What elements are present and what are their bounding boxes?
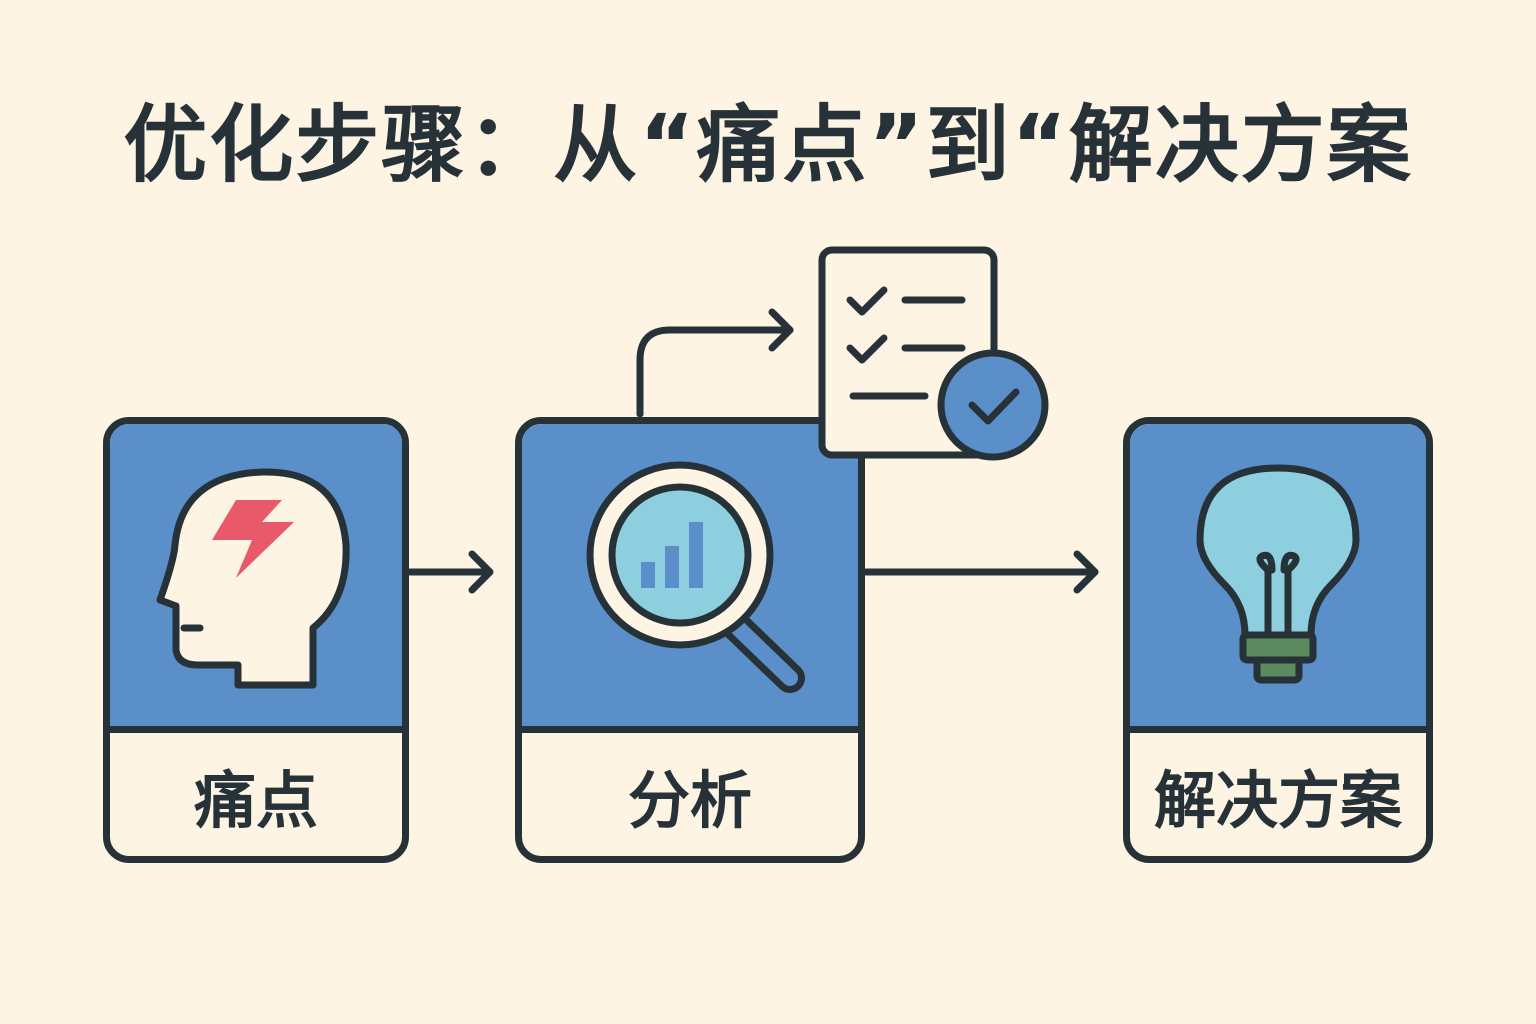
curved-arrow-icon	[636, 308, 794, 418]
step-label: 解决方案	[1153, 763, 1402, 837]
magnifier-chart-icon	[586, 461, 805, 693]
step-label: 痛点	[193, 763, 318, 837]
arrow-right-icon	[406, 550, 494, 594]
checklist-icon	[818, 246, 1049, 461]
arrow-right-icon	[862, 550, 1099, 594]
head-pain-icon	[156, 468, 350, 689]
lightbulb-icon	[1196, 464, 1360, 684]
diagram-title: 优化步骤：从“痛点”到“解决方案	[123, 96, 1413, 194]
step-label: 分析	[627, 763, 752, 837]
